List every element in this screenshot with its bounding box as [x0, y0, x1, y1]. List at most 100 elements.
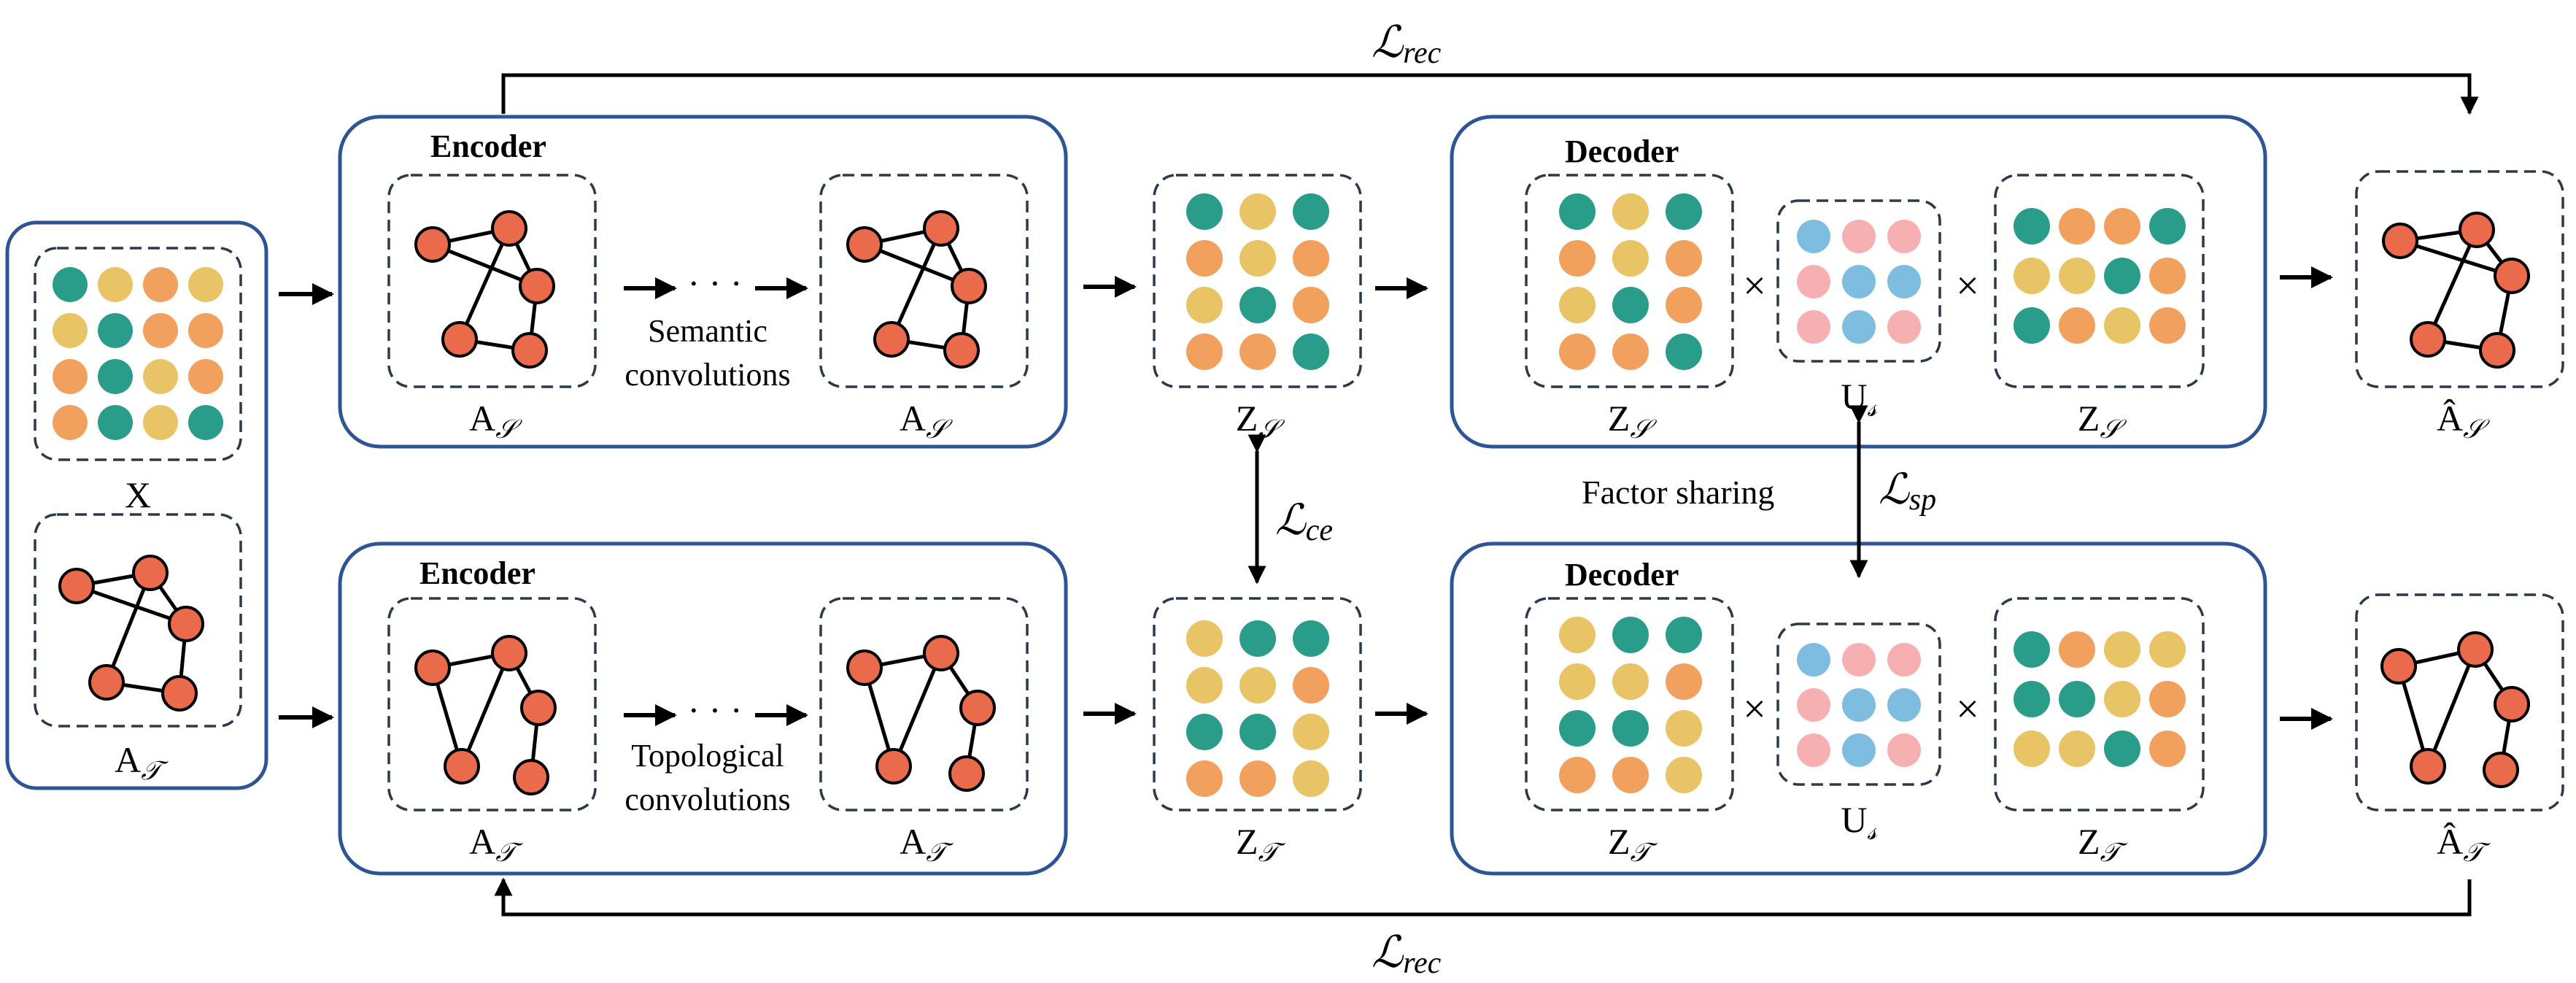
dec-s-z-s-right-label: Z𝒮 [2078, 398, 2127, 444]
matrix-dot [1797, 733, 1830, 767]
matrix-dot [188, 267, 223, 302]
dec-t-u-label: U𝓈 [1841, 799, 1877, 845]
z-t-label: Z𝒯 [1236, 821, 1286, 867]
matrix-dot [1612, 287, 1649, 323]
matrix-dot [2104, 631, 2140, 668]
arrow-rec-bottom [494, 877, 2472, 917]
matrix-dot [1293, 334, 1329, 370]
matrix-dot [1293, 193, 1329, 230]
matrix-dot [1239, 760, 1276, 797]
matrix-dot [2104, 258, 2140, 294]
ellipsis-s: · · · [688, 263, 743, 304]
graph-a-hat-s [2382, 212, 2530, 369]
graph-a-s-right [846, 210, 987, 369]
matrix-dot [2059, 307, 2095, 344]
matrix-dot [2059, 258, 2095, 294]
matrix-dot [188, 313, 223, 348]
matrix-dot [2104, 730, 2140, 767]
matrix-dot [1559, 287, 1596, 323]
matrix-dot [1186, 240, 1223, 277]
matrix-dot [1239, 714, 1276, 750]
matrix-dot [1842, 310, 1876, 344]
matrix-dot [1842, 265, 1876, 298]
ellipsis-t: · · · [688, 690, 743, 730]
a-t-right-label: A𝒯 [900, 821, 954, 867]
enc-s-graph-left-frame [387, 174, 597, 388]
loss-sp-label: ℒsp [1879, 466, 1936, 517]
matrix-dot [1239, 667, 1276, 703]
matrix-dot [2149, 631, 2186, 668]
decoder-bottom-title: Decoder [1565, 557, 1679, 593]
matrix-dot [1887, 220, 1921, 253]
matrix-dot [1887, 265, 1921, 298]
matrix-dot [143, 267, 178, 302]
matrix-dot [1559, 193, 1596, 230]
matrix-dot [1887, 310, 1921, 344]
matrix-dot [1612, 240, 1649, 277]
encoder-top-title: Encoder [430, 128, 546, 164]
dec-s-left-frame [1525, 174, 1734, 388]
matrix-dot [2014, 258, 2050, 294]
matrix-dot [1612, 710, 1649, 747]
enc-t-graph-left-frame [387, 597, 597, 812]
a-s-right-label: A𝒮 [900, 398, 953, 444]
matrix-dot [1666, 757, 1702, 793]
matrix-dot [2149, 730, 2186, 767]
a-hat-t-label: Â𝒯 [2437, 821, 2491, 867]
matrix-dot [2149, 307, 2186, 344]
dec-t-right-frame [1994, 597, 2205, 812]
semantic-conv-label-2: convolutions [624, 357, 790, 393]
topological-conv-label: Topological [631, 738, 784, 774]
matrix-dot [1842, 643, 1876, 676]
a-t-input-frame [34, 513, 242, 728]
enc-t-graph-right-frame [819, 597, 1029, 812]
times-t-1: × [1743, 687, 1766, 732]
matrix-dot [1612, 663, 1649, 700]
dec-t-z-t-t-matrix [2014, 631, 2186, 767]
a-t-input-label: A𝒯 [115, 739, 169, 785]
topological-conv-label-2: convolutions [624, 782, 790, 817]
matrix-dot [1293, 760, 1329, 797]
matrix-dot [143, 405, 178, 440]
times-s-2: × [1956, 263, 1979, 309]
encoder-bottom-title: Encoder [419, 555, 535, 591]
dec-t-u-frame [1776, 622, 1941, 786]
input-panel [5, 220, 268, 790]
semantic-conv-label: Semantic [648, 313, 767, 349]
arrow-rec-top [501, 73, 2479, 115]
matrix-dot [1239, 240, 1276, 277]
graph-a-t-right [846, 635, 996, 792]
times-t-2: × [1956, 687, 1979, 732]
graph-a-t-left [414, 635, 557, 795]
z-s-label: Z𝒮 [1236, 398, 1285, 444]
dec-t-z-t-matrix [1559, 617, 1702, 793]
graph-a-s-left [414, 210, 555, 369]
z-s-frame [1153, 174, 1362, 388]
x-label: X [125, 474, 151, 515]
dec-t-left-frame [1525, 597, 1734, 812]
dec-s-u-label: U𝓈 [1841, 376, 1877, 422]
matrix-dot [1612, 193, 1649, 230]
matrix-dot [143, 359, 178, 394]
matrix-dot [1186, 714, 1223, 750]
matrix-dot [1293, 714, 1329, 750]
encoder-topological-box [338, 541, 1068, 876]
factor-sharing-label: Factor sharing [1582, 474, 1774, 511]
matrix-dot [2059, 208, 2095, 244]
matrix-dot [98, 359, 133, 394]
matrix-dot [2014, 208, 2050, 244]
matrix-dot [1842, 220, 1876, 253]
matrix-dot [1239, 193, 1276, 230]
matrix-dot [1887, 733, 1921, 767]
matrix-dot [2059, 730, 2095, 767]
matrix-dot [2014, 730, 2050, 767]
z-s-matrix [1186, 193, 1329, 370]
matrix-dot [1797, 688, 1830, 722]
dec-s-right-frame [1994, 174, 2205, 388]
matrix-dot [1559, 617, 1596, 653]
matrix-dot [1186, 667, 1223, 703]
matrix-dot [1186, 193, 1223, 230]
matrix-dot [2104, 307, 2140, 344]
matrix-dot [2104, 208, 2140, 244]
